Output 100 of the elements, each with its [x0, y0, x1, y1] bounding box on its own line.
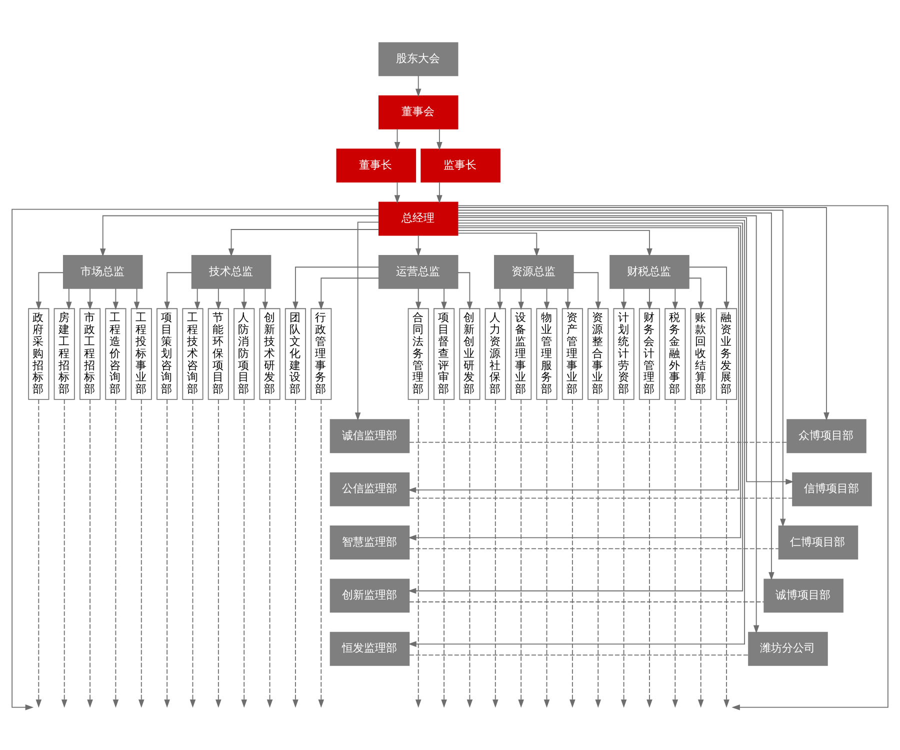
node-box: 节能环保项目部 [208, 308, 229, 400]
node-box: 运营总监 [378, 254, 458, 289]
node-box: 创新监理部 [330, 578, 410, 613]
arrow [698, 399, 704, 708]
node-box: 资源总监 [494, 254, 574, 289]
arrow [262, 288, 268, 310]
node-box: 工程造价咨询部 [105, 308, 126, 400]
arrow [100, 215, 380, 257]
node-box: 财税总监 [610, 254, 690, 289]
node-box: 行政管理事务部 [310, 308, 332, 400]
arrow [292, 266, 380, 310]
arrow [544, 399, 550, 708]
node-box: 房建工程招标部 [54, 308, 75, 400]
arrow [266, 399, 273, 708]
arrow [318, 278, 380, 310]
arrow [620, 399, 627, 708]
node-box: 市政工程招标部 [79, 308, 101, 400]
node-box: 监事长 [420, 148, 500, 183]
connector [409, 654, 749, 656]
arrow [194, 288, 200, 310]
arrow [564, 288, 571, 310]
arrow [724, 399, 730, 708]
arrow [66, 288, 72, 310]
arrow [87, 288, 93, 310]
node-box: 总经理 [378, 202, 458, 236]
arrow [112, 288, 119, 310]
arrow [457, 272, 473, 310]
arrow [672, 288, 678, 310]
node-box: 恒发监理部 [330, 632, 410, 666]
arrow [436, 182, 442, 204]
arrow [573, 272, 602, 310]
arrow [190, 399, 196, 708]
node-box: 诚博项目部 [764, 578, 844, 613]
arrow [688, 278, 704, 310]
arrow [544, 288, 550, 310]
arrow [570, 399, 576, 708]
node-box: 项目策划咨询部 [156, 308, 178, 400]
arrow [415, 75, 422, 98]
arrow [36, 272, 64, 310]
arrow [228, 229, 380, 257]
node-box: 团队文化建设部 [284, 308, 306, 400]
node-box: 诚信监理部 [330, 419, 410, 454]
node-box: 项目督查评审部 [434, 308, 455, 400]
node-box: 账款回收结算部 [690, 308, 712, 400]
arrow [441, 399, 447, 708]
node-box: 众博项目部 [786, 419, 866, 454]
arrow [458, 232, 540, 257]
connector [409, 442, 788, 443]
arrow [241, 288, 247, 310]
arrow [415, 234, 422, 257]
arrow [646, 399, 652, 708]
node-box: 信博项目部 [792, 472, 872, 506]
arrow [415, 288, 422, 310]
arrow [138, 399, 144, 708]
arrow [87, 399, 93, 708]
connector [408, 601, 764, 602]
node-box: 融资业务发展部 [716, 308, 738, 400]
arrow [241, 399, 247, 708]
node-box: 人力资源社保部 [484, 308, 506, 400]
arrow [394, 128, 400, 150]
arrow [466, 399, 473, 708]
arrow [12, 208, 380, 710]
arrow [394, 182, 400, 204]
arrow [646, 288, 652, 310]
node-box: 税务金融外事部 [664, 308, 686, 400]
arrow [518, 288, 524, 310]
node-box: 人防消防项目部 [234, 308, 255, 400]
arrow [441, 288, 447, 310]
node-box: 资产管理事业部 [562, 308, 583, 400]
node-box: 物业管理服务部 [536, 308, 558, 400]
arrow [457, 230, 652, 257]
node-box: 仁博项目部 [778, 526, 858, 560]
arrow [61, 399, 68, 708]
arrow [134, 288, 140, 310]
node-box: 技术总监 [191, 254, 272, 289]
arrow [595, 399, 602, 708]
node-box: 设备监理事业部 [510, 308, 532, 400]
arrow [672, 399, 678, 708]
arrow [164, 399, 170, 708]
node-box: 董事长 [336, 148, 416, 183]
arrow [497, 288, 503, 310]
node-box: 资源整合事业部 [588, 308, 609, 400]
connector [409, 498, 793, 499]
arrow [415, 399, 422, 708]
node-box: 工程技术咨询部 [182, 308, 204, 400]
node-box: 潍坊分公司 [748, 632, 828, 666]
node-box: 合同法务管理部 [408, 308, 429, 400]
node-box: 财务会计管理部 [638, 308, 660, 400]
node-box: 创新创业研发部 [459, 308, 480, 400]
connector [409, 548, 779, 550]
arrow [292, 399, 298, 708]
node-box: 计划统计劳资部 [613, 308, 634, 400]
node-box: 智慧监理部 [330, 526, 410, 560]
arrow [688, 266, 730, 310]
arrow [354, 222, 380, 421]
arrow [620, 288, 627, 310]
node-box: 市场总监 [62, 254, 143, 289]
arrow [436, 128, 442, 150]
arrow [216, 399, 222, 708]
arrow [518, 399, 524, 708]
